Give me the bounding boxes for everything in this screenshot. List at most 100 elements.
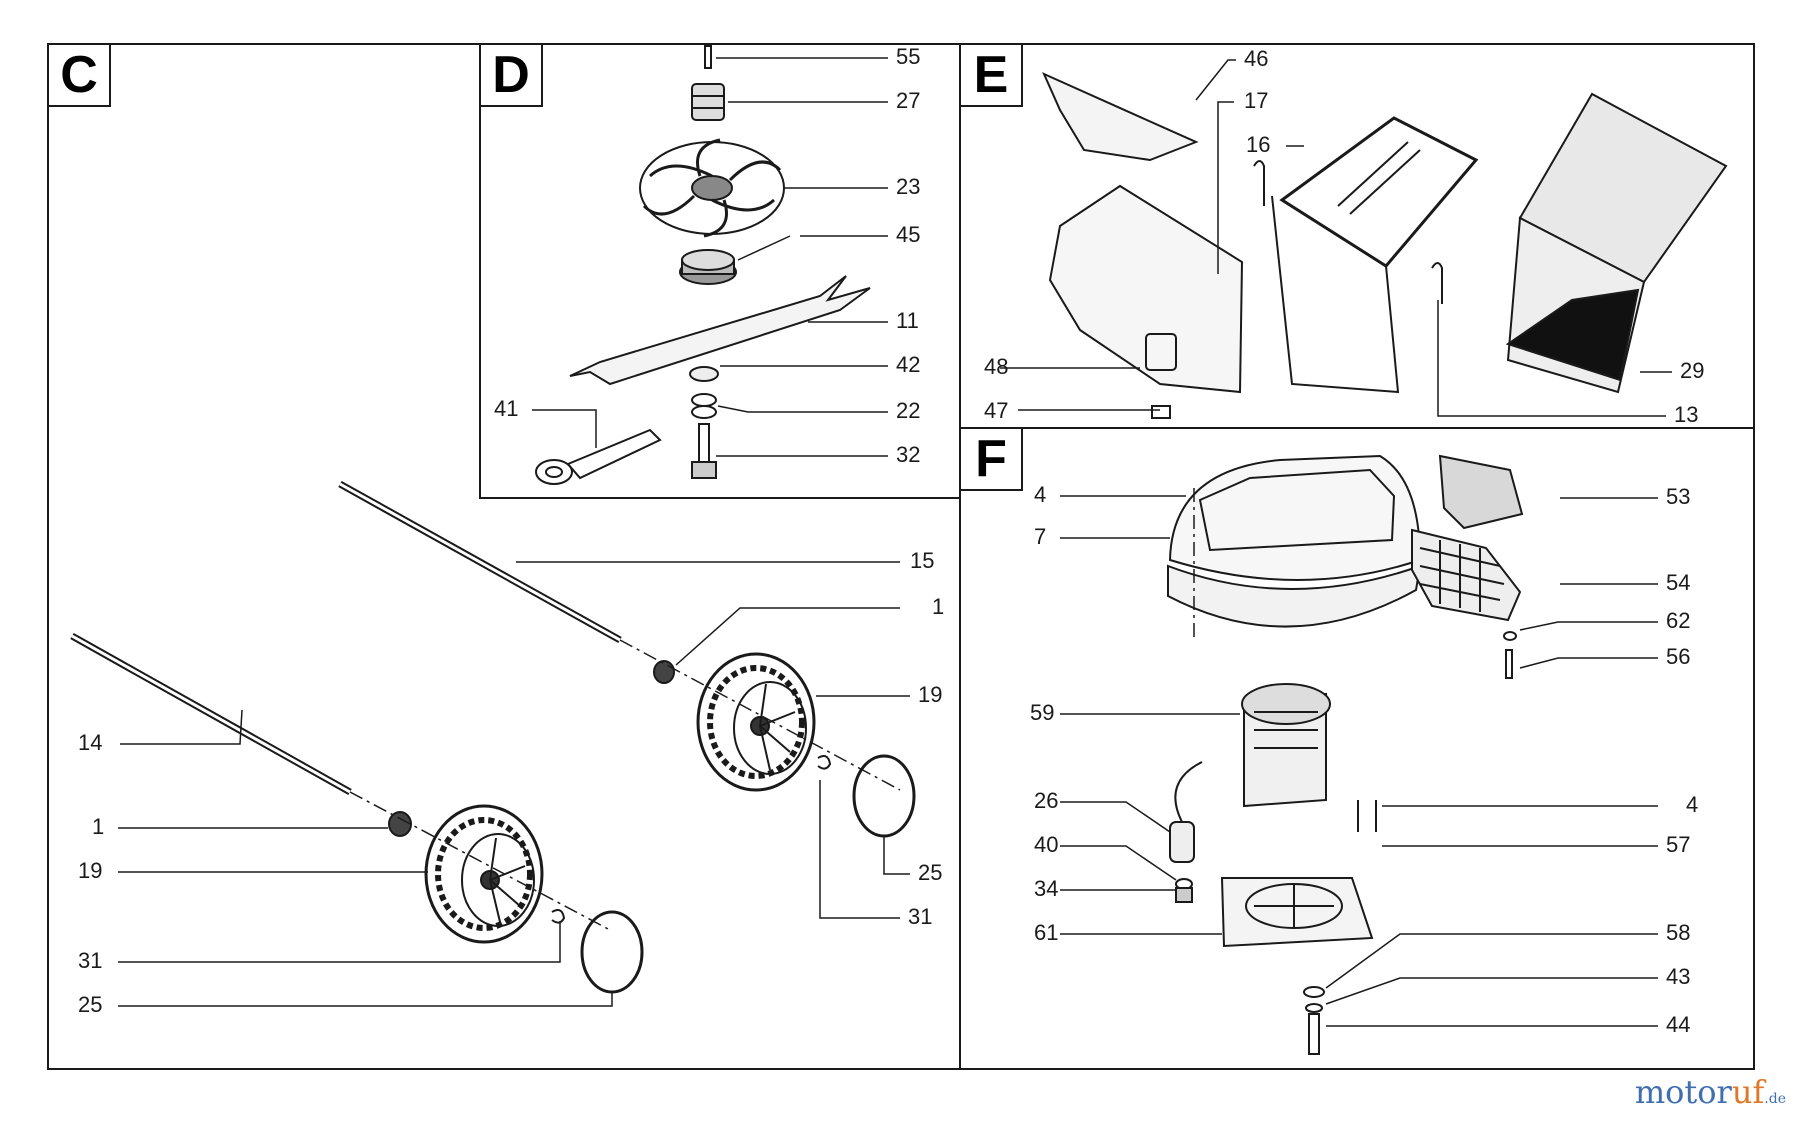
catcher-lid [1042, 72, 1199, 162]
blade-spanner [535, 428, 662, 485]
section-f-drawing [1167, 454, 1524, 1055]
part-label: 11 [896, 308, 919, 333]
part-label: 1 [932, 594, 944, 619]
wheel-front [424, 804, 544, 944]
hairpin-clip-lower [1431, 262, 1443, 304]
part-label: 58 [1666, 920, 1690, 945]
part-label: 4 [1034, 482, 1046, 507]
part-label: 13 [1674, 402, 1698, 427]
watermark-part3: .de [1764, 1091, 1786, 1107]
section-tag-f: F [959, 427, 1023, 491]
part-label: 22 [896, 398, 920, 423]
part-label: 23 [896, 174, 920, 199]
section-letter-e: E [974, 46, 1009, 104]
spring-washers [691, 393, 717, 419]
screw [1505, 649, 1513, 679]
base-bolts [1357, 800, 1377, 832]
part-label: 54 [1666, 570, 1690, 595]
part-label: 19 [918, 682, 942, 707]
motor-hood [1167, 454, 1422, 628]
section-d-leaders [532, 57, 888, 457]
section-c-leaders [118, 561, 910, 1007]
section-d-drawing [535, 45, 871, 485]
part-label: 31 [908, 904, 932, 929]
section-c-drawing [70, 480, 916, 994]
part-label: 42 [896, 352, 920, 377]
part-label: 46 [1244, 46, 1268, 71]
section-tag-d: D [479, 43, 543, 107]
capacitor [1169, 761, 1203, 863]
bag-frame [1271, 116, 1479, 394]
part-label: 16 [1246, 132, 1270, 157]
blade-adapter [679, 249, 737, 285]
part-label: 27 [896, 88, 920, 113]
blade [569, 275, 871, 386]
part-labels-c: 15 1 19 14 1 19 25 31 31 25 [78, 548, 944, 1017]
washer [689, 366, 719, 382]
part-label: 31 [78, 948, 102, 973]
part-label: 32 [896, 442, 920, 467]
part-labels-f: 4 7 53 54 62 56 59 26 40 34 61 4 57 58 4… [1030, 482, 1698, 1037]
watermark-part1: motor [1634, 1073, 1732, 1111]
part-label: 25 [78, 992, 102, 1017]
watermark-logo: motoruf.de [1635, 1074, 1786, 1117]
part-label: 40 [1034, 832, 1058, 857]
part-label: 61 [1034, 920, 1058, 945]
catcher-housing [1048, 184, 1244, 419]
section-tag-c: C [47, 43, 111, 107]
axle-front [70, 632, 352, 796]
clip-rear [817, 755, 832, 770]
section-tag-e: E [959, 43, 1023, 107]
section-d-frame [479, 43, 961, 499]
part-label: 53 [1666, 484, 1690, 509]
bushing-rear [653, 660, 675, 684]
section-letter-c: C [60, 46, 98, 104]
part-label: 14 [78, 730, 102, 755]
filter-grille [1411, 528, 1522, 622]
bushing-front [388, 811, 412, 837]
motor-base [1220, 877, 1374, 948]
part-labels-d: 55 27 23 45 11 42 22 41 32 [494, 44, 920, 467]
part-label: 43 [1666, 964, 1690, 989]
section-letter-f: F [975, 430, 1007, 488]
coupling [691, 83, 725, 121]
panel-frames [47, 43, 1755, 1070]
part-label: 55 [896, 44, 920, 69]
air-filter [1438, 454, 1524, 530]
part-label: 45 [896, 222, 920, 247]
part-label: 25 [918, 860, 942, 885]
nut [1175, 887, 1193, 903]
section-e-leaders [1000, 59, 1672, 417]
part-label: 56 [1666, 644, 1690, 669]
part-labels-e: 46 17 16 48 47 29 13 [984, 46, 1704, 427]
part-label: 62 [1666, 608, 1690, 633]
pin [704, 45, 712, 69]
hairpin-clip-upper [1253, 160, 1265, 206]
part-label: 47 [984, 398, 1008, 423]
section-letter-d: D [492, 46, 530, 104]
blade-bolt [691, 423, 717, 479]
clip-front [551, 909, 566, 924]
washer-filter [1503, 631, 1517, 641]
part-label: 15 [910, 548, 934, 573]
part-label: 48 [984, 354, 1008, 379]
part-label: 26 [1034, 788, 1058, 813]
part-label: 4 [1686, 792, 1698, 817]
hubcap-rear [852, 754, 916, 838]
part-label: 41 [494, 396, 518, 421]
section-tags: C D E F [47, 43, 1023, 491]
part-label: 1 [92, 814, 104, 839]
grass-bag [1505, 92, 1728, 394]
part-label: 59 [1030, 700, 1054, 725]
watermark-part2: uf [1731, 1073, 1765, 1111]
part-label: 34 [1034, 876, 1058, 901]
part-label: 19 [78, 858, 102, 883]
section-f-leaders [1060, 495, 1658, 1027]
part-label: 44 [1666, 1012, 1690, 1037]
section-e-drawing [1042, 72, 1728, 419]
motor [1241, 683, 1331, 808]
hubcap-front [580, 910, 644, 994]
part-label: 57 [1666, 832, 1690, 857]
part-label: 7 [1034, 524, 1046, 549]
